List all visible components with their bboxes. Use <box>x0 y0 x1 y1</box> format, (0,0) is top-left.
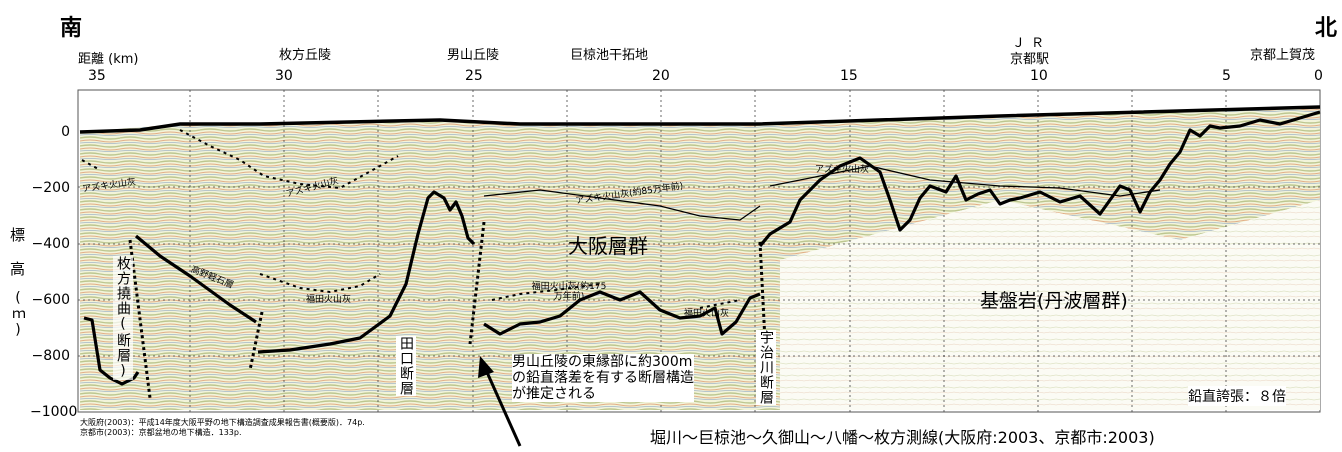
references: 大阪府(2003)：平成14年度大阪平野の地下構造調査成果報告書(概要版)．74… <box>80 418 365 438</box>
place-otokoyama-hills: 男山丘陵 <box>447 48 500 63</box>
taguchi-fault-line <box>248 311 264 371</box>
label-fukuda-1: 福田火山灰 <box>306 295 352 305</box>
place-jr: ＪＲ <box>1012 36 1051 51</box>
x-tick-0: 0 <box>1314 68 1323 84</box>
y-tick-800: −800 <box>31 348 70 364</box>
reference-1: 大阪府(2003)：平成14年度大阪平野の地下構造調査成果報告書(概要版)．74… <box>80 418 365 427</box>
annotation-line-1: 男山丘陵の東縁部に約300m <box>512 354 693 370</box>
label-fukuda-3: 福田火山灰 <box>684 309 730 319</box>
y-title-1: 標 <box>10 226 26 244</box>
x-tick-15: 15 <box>840 68 858 84</box>
arrow-shaft <box>484 369 522 447</box>
annotation-line-2: の鉛直落差を有する断層構造 <box>512 370 694 386</box>
y-tick-600: −600 <box>31 292 70 308</box>
x-tick-25: 25 <box>465 68 483 84</box>
north-label: 北 <box>1315 16 1338 41</box>
label-uji-fault: 宇治川断層 <box>756 330 776 405</box>
label-hirakata-fault: 枚方撓曲(断層) <box>113 256 133 380</box>
south-label: 南 <box>60 16 83 41</box>
x-tick-5: 5 <box>1222 68 1231 84</box>
x-tick-10: 10 <box>1030 68 1048 84</box>
hirakata-fault-line <box>128 239 152 399</box>
arrow-head <box>478 356 494 378</box>
label-fukuda-2: 福田火山灰(約175万年前) <box>531 282 607 302</box>
label-basement: 基盤岩(丹波層群) <box>980 290 1128 312</box>
place-hirakata-hills: 枚方丘陵 <box>279 48 332 63</box>
place-kamigamo: 京都上賀茂 <box>1250 48 1316 63</box>
reference-2: 京都市(2003)：京都盆地の地下構造．133p. <box>80 428 242 437</box>
place-ogura-reclaimed: 巨椋池干拓地 <box>570 48 649 63</box>
y-title-2: 高 <box>10 260 26 278</box>
basement-top-line <box>83 110 1321 386</box>
y-title-3: (ｍ) <box>10 290 26 339</box>
y-tick-200: −200 <box>31 180 70 196</box>
otokoyama-fault-line <box>468 221 486 345</box>
fault-annotation: 男山丘陵の東縁部に約300m の鉛直落差を有する断層構造 が推定される <box>512 354 694 402</box>
annotation-line-3: が推定される <box>512 386 596 402</box>
x-tick-35: 35 <box>88 68 106 84</box>
ground-surface <box>79 105 1321 134</box>
x-tick-30: 30 <box>275 68 293 84</box>
place-kyoto-station: 京都駅 <box>1010 52 1050 67</box>
y-tick-400: −400 <box>31 236 70 252</box>
azuki-horizon-north <box>769 165 1161 197</box>
vertical-exaggeration: 鉛直誇張：８倍 <box>1188 386 1286 406</box>
uji-fault-line <box>758 241 770 401</box>
label-osaka-group: 大阪層群 <box>568 234 648 258</box>
y-tick-0: 0 <box>61 124 70 140</box>
azuki-horizon-85ka <box>483 189 761 221</box>
distance-label: 距離 (km) <box>78 52 139 67</box>
label-azuki-4: アズキ火山灰 <box>815 165 870 175</box>
label-taguchi-fault: 田口断層 <box>396 336 416 396</box>
x-tick-20: 20 <box>652 68 670 84</box>
section-title: 堀川〜巨椋池〜久御山〜八幡〜枚方測線(大阪府:2003、京都市:2003) <box>650 428 1155 447</box>
y-tick-1000: −1000 <box>30 404 78 420</box>
